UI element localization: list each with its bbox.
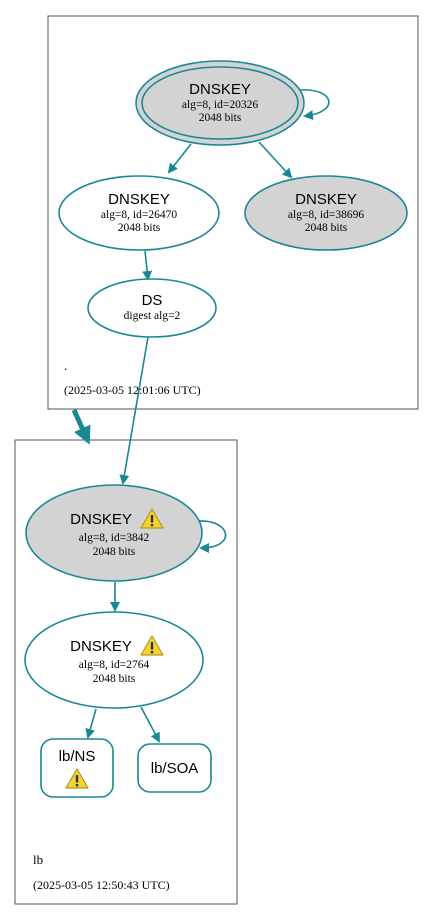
lb-zsk-line2: 2048 bits (93, 673, 136, 685)
edge-ds-lb-ksk (119, 336, 149, 485)
edge-lb-zsk-soa (140, 706, 160, 743)
zone-root-label: . (64, 358, 67, 373)
root-ksk-line1: alg=8, id=20326 (182, 99, 258, 111)
edge-root-zsk1-ds (142, 250, 153, 281)
edge-root-ksk-zsk1 (167, 143, 192, 174)
edges (71, 89, 330, 743)
edge-lb-ksk-self (198, 520, 227, 553)
zone-lb-label: lb (33, 852, 43, 867)
root-ksk-line2: 2048 bits (199, 112, 242, 124)
lb-ksk-title: DNSKEY (70, 511, 132, 528)
node-lb-ksk: DNSKEY alg=8, id=3842 2048 bits (25, 484, 203, 582)
zone-lb-timestamp: (2025-03-05 12:50:43 UTC) (33, 878, 170, 892)
zone-root-frame (47, 15, 419, 410)
root-zsk2-title: DNSKEY (295, 191, 357, 208)
edge-root-ksk-zsk2 (258, 141, 293, 179)
lb-soa-title: lb/SOA (151, 760, 199, 777)
node-root-ksk: DNSKEY alg=8, id=20326 2048 bits (135, 60, 305, 146)
lb-zsk-line1: alg=8, id=2764 (79, 659, 150, 671)
root-zsk2-line2: 2048 bits (305, 222, 348, 234)
edge-delegation (71, 408, 91, 445)
root-zsk1-title: DNSKEY (108, 191, 170, 208)
root-zsk2-line1: alg=8, id=38696 (288, 209, 364, 221)
node-root-ds: DS digest alg=2 (87, 278, 217, 338)
zone-lb-frame (14, 439, 238, 905)
node-lb-zsk: DNSKEY alg=8, id=2764 2048 bits (24, 611, 204, 709)
root-zsk1-line1: alg=8, id=26470 (101, 209, 177, 221)
root-zsk1-line2: 2048 bits (118, 222, 161, 234)
root-ds-title: DS (142, 292, 163, 309)
node-lb-ns: lb/NS (40, 738, 114, 798)
lb-ksk-line1: alg=8, id=3842 (79, 532, 150, 544)
node-root-zsk2: DNSKEY alg=8, id=38696 2048 bits (244, 175, 408, 251)
root-ksk-title: DNSKEY (189, 81, 251, 98)
node-lb-soa: lb/SOA (137, 743, 212, 793)
lb-zsk-title: DNSKEY (70, 638, 132, 655)
zone-root-timestamp: (2025-03-05 12:01:06 UTC) (64, 383, 201, 397)
lb-ns-title: lb/NS (59, 748, 96, 765)
node-root-zsk1: DNSKEY alg=8, id=26470 2048 bits (58, 175, 220, 251)
edge-root-ksk-self (299, 89, 330, 121)
root-ds-line1: digest alg=2 (124, 310, 181, 322)
lb-ksk-line2: 2048 bits (93, 546, 136, 558)
edge-lb-zsk-ns (85, 708, 97, 739)
